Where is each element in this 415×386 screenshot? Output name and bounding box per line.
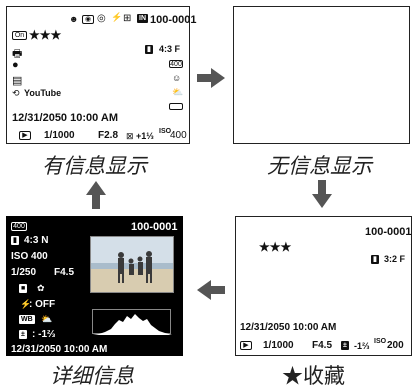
date-time: 12/31/2050 10:00 AM: [12, 112, 118, 124]
caption-info-display: 有信息显示: [42, 154, 147, 178]
image-size: 3:2 F: [384, 254, 406, 264]
shutter-speed: 1/1000: [44, 130, 75, 141]
shutter-speed: 1/1000: [263, 340, 294, 351]
no-info-display-panel: [233, 6, 410, 144]
caption-favorites: ★收藏: [282, 364, 345, 386]
favorites-panel: 100-0001 ★★★ ▮ 3:2 F 12/31/2050 10:00 AM…: [235, 216, 412, 356]
playback-icon: ▶: [240, 341, 252, 350]
print-icon: 🖶: [12, 48, 23, 60]
date-time: 12/31/2050 10:00 AM: [11, 344, 108, 355]
photo-thumbnail: [90, 236, 174, 293]
exposure-icon: ±: [19, 330, 27, 339]
iso-value: ISO 400: [11, 251, 48, 262]
arrow-right-icon: [197, 68, 225, 88]
iso-icon: ISO: [374, 338, 387, 345]
youtube-label: YouTube: [24, 88, 62, 98]
iso-icon: ISO: [159, 128, 172, 135]
iso-value: 400: [170, 130, 187, 141]
white-balance-icon: ⛅: [172, 87, 184, 97]
film-simulation-badge: 400: [11, 222, 27, 231]
metering-icon: ■: [19, 284, 28, 293]
aperture: F4.5: [312, 340, 333, 351]
auto-white-balance-icon: ⛅: [41, 314, 53, 324]
print-order-icon: IN: [137, 14, 148, 23]
rating-stars: ★★★: [29, 28, 62, 42]
face-icon: ☺: [172, 73, 182, 83]
playback-icon: ▶: [19, 131, 31, 140]
aperture: F4.5: [54, 267, 75, 278]
shutter-speed: 1/250: [11, 267, 37, 278]
exposure-compensation: -1⅔: [354, 341, 370, 351]
image-size-icon: ▮: [371, 255, 379, 264]
caption-detailed-info: 详细信息: [50, 364, 134, 386]
book-icon: ▤: [12, 75, 23, 87]
iso-value: 200: [387, 340, 404, 351]
image-size-icon: ▮: [11, 236, 19, 245]
flash-icon: ⚡: [20, 299, 32, 309]
arrow-down-icon: [312, 180, 332, 208]
image-size-icon: ▮: [145, 45, 153, 54]
film-simulation-icon: 400: [169, 60, 183, 68]
flash-off-icon: ⚡: [111, 12, 123, 22]
exposure-icon: ⊠: [126, 131, 134, 141]
frame-number: 100-0001: [365, 226, 412, 238]
battery-icon: [169, 103, 183, 110]
arrow-left-icon: [197, 280, 225, 300]
rating-stars: ★★★: [259, 240, 292, 254]
histogram: [92, 309, 172, 335]
exposure-icon: ±: [341, 341, 349, 350]
macro-icon: ✿: [37, 283, 45, 293]
image-size: 4:3 F: [159, 44, 181, 54]
aperture: F2.8: [98, 130, 119, 141]
caption-no-info-display: 无信息显示: [267, 154, 372, 178]
exposure-compensation: : -1⅔: [32, 329, 56, 340]
upload-icon: ⟲: [12, 88, 20, 98]
eye-icon: ◉: [82, 15, 94, 24]
frame-number: 100-0001: [150, 14, 197, 26]
gift-icon: ⊞: [123, 13, 132, 24]
white-balance-icon: WB: [19, 315, 35, 324]
protect-icon: On: [12, 31, 27, 40]
voice-memo-icon: ●: [12, 59, 19, 71]
red-eye-icon: ◎: [97, 13, 106, 24]
date-time: 12/31/2050 10:00 AM: [240, 322, 337, 333]
arrow-left-icon: [197, 361, 225, 381]
exposure-compensation: +1⅓: [136, 131, 154, 141]
frame-number: 100-0001: [131, 221, 178, 233]
image-size: 4:3 N: [24, 235, 49, 246]
info-display-panel: ☻ ◉ ◎ ⚡ ⊞ IN 100-0001 On ★★★ ▮ 4:3 F 🖶 4…: [6, 6, 197, 144]
flash-mode: : OFF: [29, 299, 56, 310]
face-detect-icon: ☻: [69, 14, 79, 24]
arrow-up-icon: [86, 181, 106, 209]
